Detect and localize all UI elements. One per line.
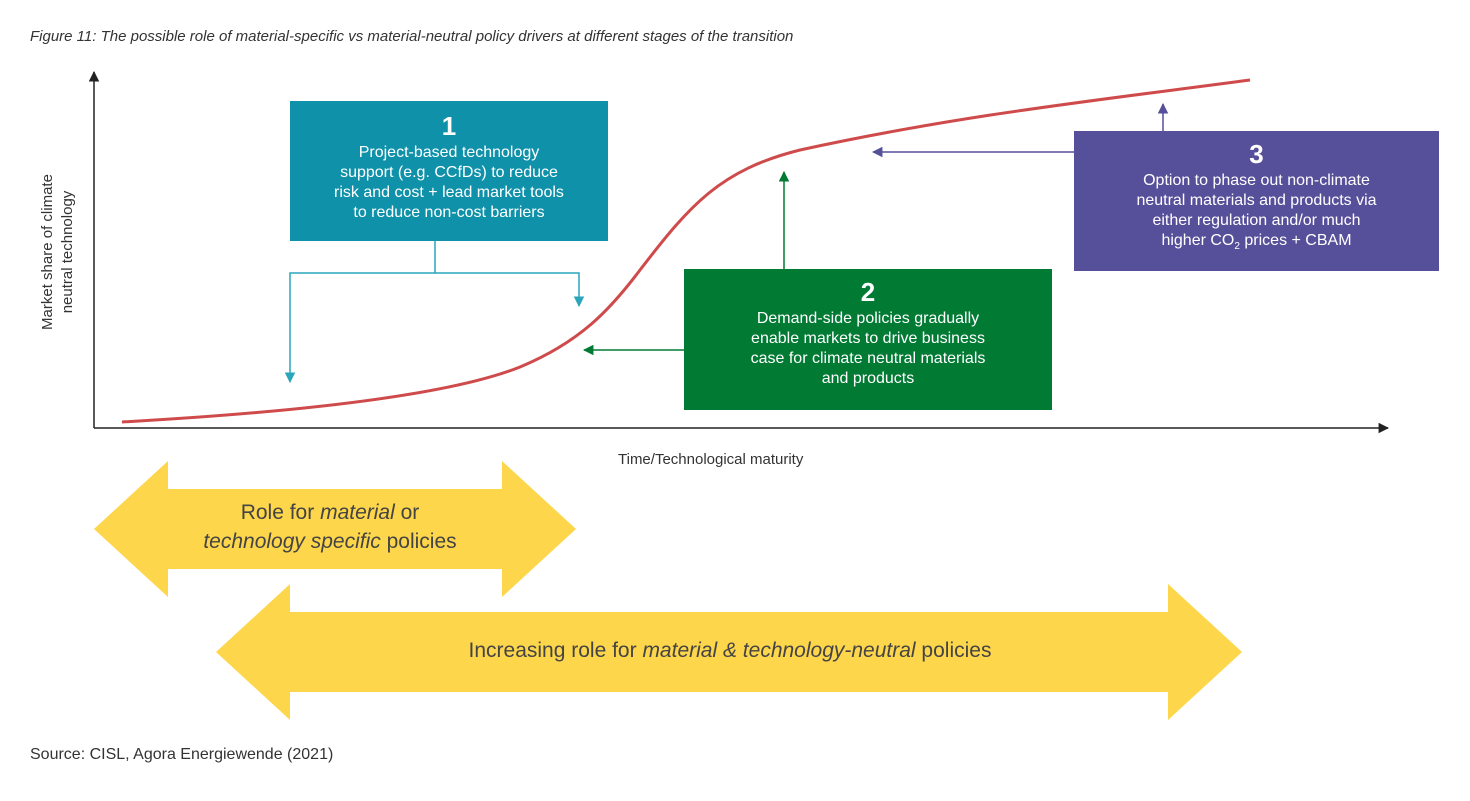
y-axis-label-line2: neutral technology <box>59 190 76 314</box>
box-2-number: 2 <box>860 277 876 307</box>
figure-caption: Figure 11: The possible role of material… <box>30 28 794 45</box>
specific-policies-label: Role for material or technology specific… <box>100 498 560 556</box>
box-3-line: either regulation and/or much <box>1152 212 1361 229</box>
specific-policies-arrow <box>94 461 576 597</box>
specific-em1: material <box>320 501 395 524</box>
box-1-number: 1 <box>441 111 457 141</box>
box-3-line4-pre: higher CO <box>1161 232 1235 249</box>
x-axis-label: Time/Technological maturity <box>618 451 804 468</box>
policy-box-2: 2 Demand-side policies gradually enable … <box>684 269 1052 410</box>
specific-em2: technology specific <box>203 530 381 553</box>
policy-box-3: 3 Option to phase out non-climate neutra… <box>1074 131 1439 271</box>
specific-pre: Role for <box>240 501 321 524</box>
box-3-line: Option to phase out non-climate <box>1143 172 1370 189</box>
box-3-line: neutral materials and products via <box>1136 192 1377 209</box>
neutral-pre: Increasing role for <box>468 639 643 662</box>
adoption-curve <box>121 78 1251 424</box>
neutral-em: material & technology-neutral <box>642 639 916 662</box>
neutral-policies-label: Increasing role for material & technolog… <box>230 636 1230 665</box>
box-1-line: Project-based technology <box>358 144 540 161</box>
box-1-line: support (e.g. CCfDs) to reduce <box>340 164 558 181</box>
box-3-line4-post: prices + CBAM <box>1239 232 1352 249</box>
source-note: Source: CISL, Agora Energiewende (2021) <box>30 746 334 763</box>
box-1-line: risk and cost + lead market tools <box>334 184 564 201</box>
box-2-line: and products <box>821 370 915 387</box>
box-1-connector <box>284 241 436 384</box>
y-axis-label-line1: Market share of climate <box>39 174 56 330</box>
box-2-line: Demand-side policies gradually <box>756 310 980 327</box>
y-axis-label: Market share of climate neutral technolo… <box>38 132 78 372</box>
box-3-line-4: higher CO2 prices + CBAM <box>1074 231 1439 253</box>
box-1-line: to reduce non-cost barriers <box>353 204 545 221</box>
box-2-line: enable markets to drive business <box>751 330 985 347</box>
co2-subscript: 2 <box>1234 241 1240 253</box>
specific-mid: or <box>394 501 420 524</box>
box-3-number: 3 <box>1249 139 1264 169</box>
neutral-policies-arrow <box>216 584 1242 720</box>
specific-post: policies <box>380 530 457 553</box>
box-1-connector-right <box>435 272 585 308</box>
policy-box-1: 1 Project-based technology support (e.g.… <box>290 101 608 241</box>
box-2-line: case for climate neutral materials <box>750 350 986 367</box>
neutral-post: policies <box>915 639 992 662</box>
